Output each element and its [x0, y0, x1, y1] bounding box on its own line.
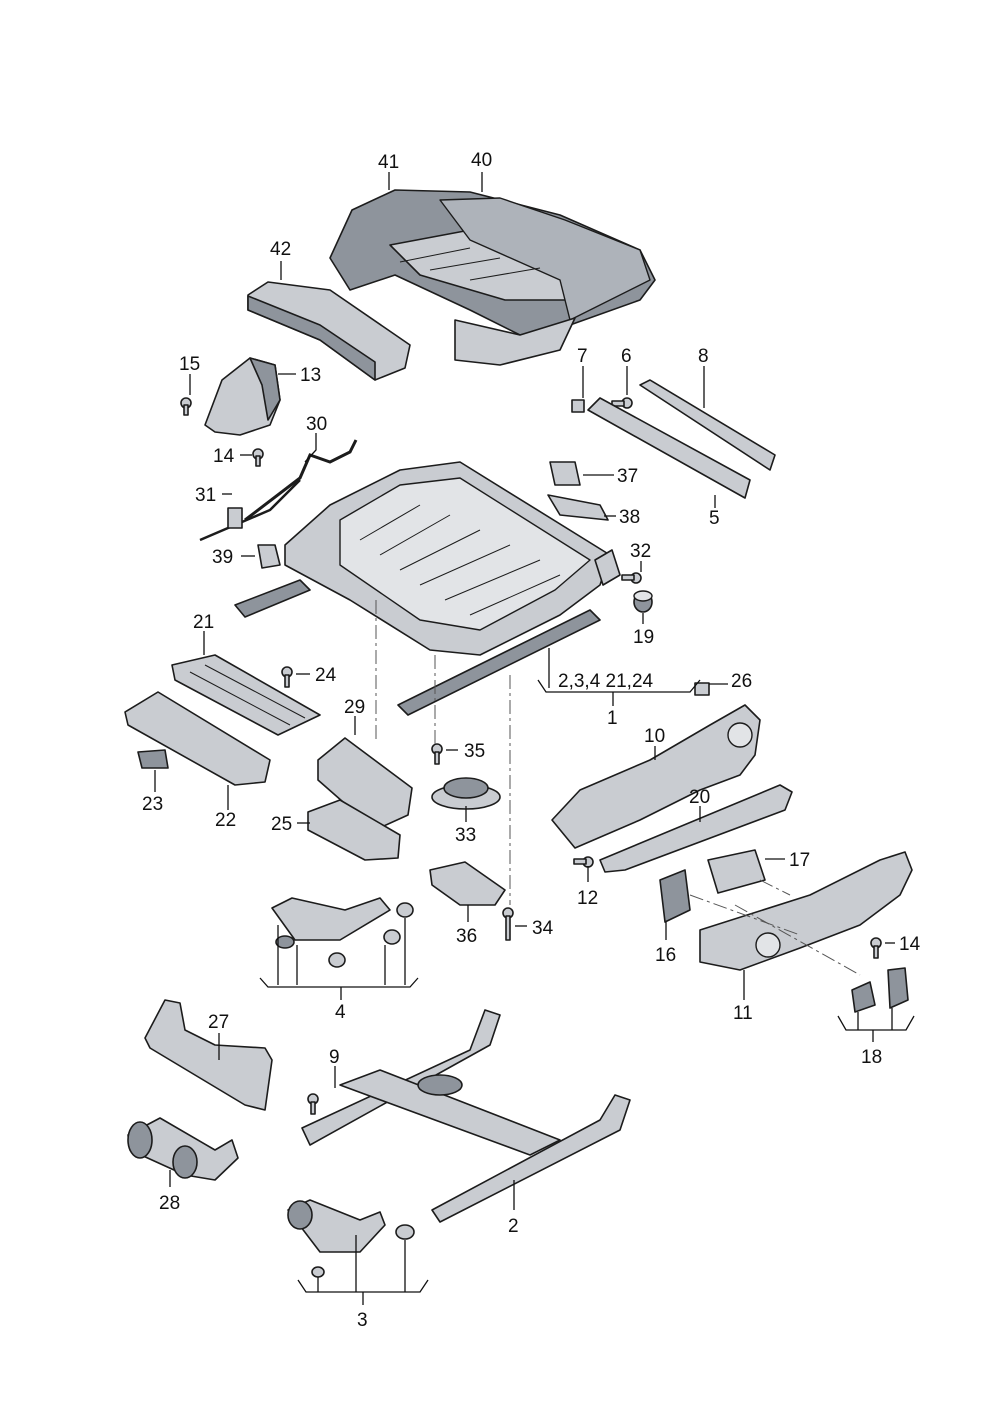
label-32: 32 — [630, 541, 651, 562]
clip-26 — [694, 682, 710, 696]
motor-group-3 — [287, 1199, 415, 1278]
label-17: 17 — [789, 850, 810, 871]
label-5: 5 — [709, 508, 720, 529]
label-10: 10 — [644, 726, 665, 747]
bracket-10 — [551, 704, 761, 849]
switch-37 — [549, 461, 581, 486]
label-21: 21 — [193, 612, 214, 633]
label-11: 11 — [733, 1003, 753, 1024]
seat-cushion-cover — [329, 189, 656, 366]
cable-30 — [244, 439, 358, 522]
label-16: 16 — [655, 945, 676, 966]
label-36: 36 — [456, 926, 477, 947]
bracket-10-hole — [727, 722, 753, 748]
label-29: 29 — [344, 697, 365, 718]
rail-8 — [639, 379, 776, 471]
bumper-39 — [257, 544, 281, 569]
label-23: 23 — [142, 794, 163, 815]
switch-17 — [707, 849, 766, 894]
label-2: 2 — [508, 1216, 519, 1237]
trim-20 — [599, 784, 793, 873]
label-20: 20 — [689, 787, 710, 808]
screw-6 — [611, 397, 633, 409]
screw-12 — [573, 856, 594, 868]
label-33: 33 — [455, 825, 476, 846]
label-27: 27 — [208, 1012, 229, 1033]
label-15: 15 — [179, 354, 200, 375]
plate-21 — [171, 654, 321, 736]
bracket-38 — [547, 494, 609, 521]
side-panel-11 — [699, 851, 913, 971]
screw-14-top — [252, 448, 264, 467]
bracket-29 — [317, 737, 413, 831]
part-number-labels: 41 40 42 15 13 30 14 31 39 7 6 8 37 38 5… — [142, 150, 921, 1331]
side-panel-11-hole — [755, 932, 781, 958]
clip-31 — [227, 507, 243, 529]
screw-15 — [180, 397, 192, 416]
cable-31 — [199, 479, 301, 542]
seat-rails-2 — [301, 1009, 631, 1223]
screw-24 — [281, 666, 293, 688]
module-25 — [307, 799, 401, 861]
bracket-27 — [144, 999, 273, 1111]
label-8: 8 — [698, 346, 709, 367]
label-30: 30 — [306, 414, 327, 435]
label-6: 6 — [621, 346, 632, 367]
label-14-top: 14 — [213, 446, 235, 467]
screw-14-right — [870, 937, 882, 959]
label-12: 12 — [577, 888, 598, 909]
plate-21-detail — [189, 664, 306, 726]
label-3: 3 — [357, 1310, 368, 1331]
clip-7 — [571, 399, 585, 413]
label-18: 18 — [861, 1047, 882, 1068]
clip-23 — [137, 749, 169, 769]
label-28: 28 — [159, 1193, 180, 1214]
label-42: 42 — [270, 239, 291, 260]
label-39: 39 — [212, 547, 233, 568]
label-41: 41 — [378, 152, 399, 173]
label-13: 13 — [300, 365, 321, 386]
seat-frame — [234, 461, 621, 716]
label-7: 7 — [577, 346, 588, 367]
screw-9 — [307, 1093, 319, 1115]
label-19: 19 — [633, 627, 654, 648]
label-1: 1 — [607, 708, 618, 729]
screw-35 — [431, 743, 443, 765]
label-37: 37 — [617, 466, 638, 487]
side-trim-13 — [204, 357, 281, 436]
screw-32 — [621, 572, 642, 584]
knob-18a — [851, 981, 876, 1013]
seat-cushion-pad — [247, 281, 411, 381]
assembly-axis-lines — [375, 600, 861, 976]
rail-5 — [587, 397, 751, 499]
motor-28 — [127, 1117, 239, 1181]
bracket-36 — [429, 861, 506, 906]
label-38: 38 — [619, 507, 640, 528]
label-4: 4 — [335, 1002, 346, 1023]
label-26: 26 — [731, 671, 752, 692]
label-31: 31 — [195, 485, 216, 506]
label-35: 35 — [464, 741, 485, 762]
label-22: 22 — [215, 810, 236, 831]
motor-33 — [431, 777, 501, 810]
knob-18b — [887, 967, 909, 1009]
label-9: 9 — [329, 1047, 340, 1068]
label-24: 24 — [315, 665, 337, 686]
trim-22 — [124, 691, 271, 786]
motor-group-4 — [271, 897, 414, 968]
label-14-right: 14 — [899, 934, 921, 955]
label-34: 34 — [532, 918, 554, 939]
label-40: 40 — [471, 150, 492, 171]
screw-34 — [502, 907, 514, 941]
cap-19 — [633, 590, 653, 613]
leader-lines — [154, 172, 915, 1305]
connector-16 — [659, 869, 691, 923]
label-25: 25 — [271, 814, 292, 835]
label-1-components: 2,3,4 21,24 — [558, 671, 654, 692]
